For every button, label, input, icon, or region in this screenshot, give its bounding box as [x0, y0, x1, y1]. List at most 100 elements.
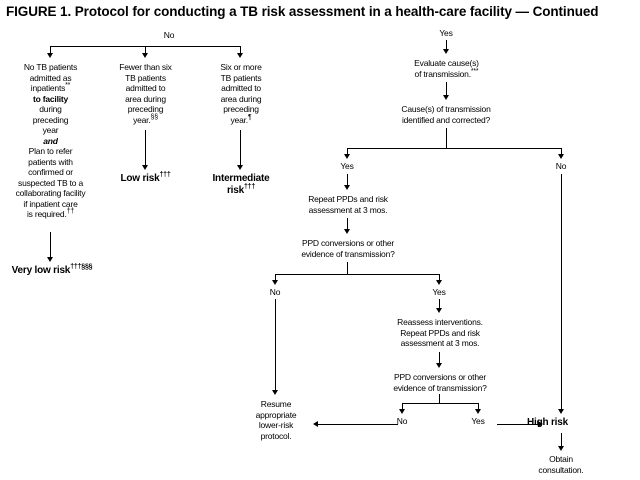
node-cause-identified-question: Cause(s) of transmission identified and …: [370, 104, 522, 125]
evaluate-line-1: Evaluate cause(s): [414, 58, 479, 68]
cause-question-line-1: Cause(s) of transmission: [401, 104, 491, 114]
conv-q2-line-2: evidence of transmission?: [393, 382, 487, 393]
evaluate-footnote: ***: [470, 67, 479, 75]
arrowhead-left-outcome: [47, 257, 53, 262]
resume-line-4: protocol.: [260, 430, 292, 441]
outcome-very-low-risk: Very low risk†††§§§: [2, 264, 102, 277]
arrowhead-conv2yes-to-high-risk: [538, 421, 543, 427]
criteria-line-2: admitted as: [29, 72, 72, 83]
conv-q2-line-1: PPD conversions or other: [393, 372, 487, 382]
branch-label-top-no: No: [163, 30, 175, 40]
arrowhead-repeat-to-conv1: [344, 229, 350, 234]
connector-conv2-yes-drop: [478, 403, 479, 410]
reassess-line-1: Reassess interventions.: [397, 317, 483, 327]
node-no-tb-patients-criteria: No TB patients admitted as inpatients** …: [2, 62, 99, 220]
branch-label-conv1-yes: Yes: [432, 287, 446, 297]
connector-conv1-bus: [275, 274, 440, 275]
criteria-line-11: confirmed or: [28, 167, 73, 177]
evaluate-line-2: of transmission.: [414, 68, 472, 79]
resume-line-2: appropriate: [255, 409, 297, 420]
node-reassess-interventions: Reassess interventions. Repeat PPDs and …: [375, 317, 505, 349]
connector-top-left-drop: [50, 46, 51, 54]
criteria-line-2: TB patients: [220, 72, 262, 83]
branch-label-top-yes: Yes: [439, 28, 453, 38]
criteria-line-6: year.: [230, 114, 249, 125]
cause-question-line-2: identified and corrected?: [401, 114, 491, 125]
connector-cause-no-drop: [561, 148, 562, 155]
repeat1-line-1: Repeat PPDs and risk: [308, 194, 388, 204]
criteria-line-12: suspected TB to a: [18, 177, 83, 188]
outcome-high-risk-label: High risk: [527, 417, 568, 428]
criteria-line-1: Six or more: [220, 62, 262, 72]
arrowhead-yes-drop: [443, 49, 449, 54]
node-ppd-conversions-question-1: PPD conversions or other evidence of tra…: [277, 238, 419, 259]
criteria-line-1: Fewer than six: [119, 62, 172, 72]
arrowhead-top-mid: [142, 53, 148, 58]
resume-line-3: lower-risk: [258, 420, 294, 430]
criteria-line-6: year.: [133, 114, 151, 125]
connector-yes-drop: [446, 40, 447, 50]
arrowhead-cause-no: [558, 154, 564, 159]
connector-top-right-drop: [240, 46, 241, 54]
connector-conv2-no-drop: [402, 403, 403, 410]
node-repeat-ppds-1: Repeat PPDs and risk assessment at 3 mos…: [283, 194, 413, 215]
outcome-low-risk-label: Low risk: [120, 173, 160, 184]
connector-conv1no-long-drop: [275, 299, 276, 391]
connector-middle-to-outcome: [145, 130, 146, 166]
connector-conv2no-to-resume: [318, 424, 398, 425]
node-evaluate-cause: Evaluate cause(s) of transmission.***: [380, 58, 513, 79]
outcome-intermediate-risk-label-2: risk: [226, 185, 244, 196]
arrowhead-conv2-yes: [475, 409, 481, 414]
arrowhead-third-outcome: [237, 165, 243, 170]
connector-left-to-outcome: [50, 232, 51, 258]
criteria-line-6: preceding: [32, 114, 69, 125]
reassess-line-3: assessment at 3 mos.: [400, 338, 480, 348]
outcome-high-risk: High risk: [527, 417, 597, 429]
criteria-line-15-footnote: ††: [66, 208, 75, 216]
page-title: FIGURE 1. Protocol for conducting a TB r…: [6, 4, 599, 19]
node-resume-lower-risk-protocol: Resume appropriate lower-risk protocol.: [240, 399, 312, 441]
criteria-line-14: if inpatient care: [23, 198, 78, 209]
outcome-very-low-risk-label: Very low risk: [11, 265, 71, 276]
connector-high-risk-to-obtain: [561, 433, 562, 447]
connector-cause-yes-drop: [347, 148, 348, 155]
reassess-line-2: Repeat PPDs and risk: [400, 327, 480, 338]
criteria-line-5: preceding: [223, 104, 259, 114]
node-six-or-more-criteria: Six or more TB patients admitted to area…: [195, 62, 287, 125]
criteria-line-9: Plan to refer: [28, 146, 73, 156]
criteria-line-3: admitted to: [125, 83, 166, 93]
arrowhead-conv1yes-to-reassess: [436, 308, 442, 313]
criteria-line-15: is required.: [26, 209, 67, 219]
node-fewer-than-six-criteria: Fewer than six TB patients admitted to a…: [98, 62, 193, 125]
connector-yes-to-repeat: [347, 174, 348, 186]
arrowhead-high-risk-to-obtain: [558, 446, 564, 451]
outcome-intermediate-risk-label-1: Intermediate: [212, 173, 270, 184]
outcome-low-risk: Low risk†††: [98, 172, 193, 185]
conv-q1-line-2: evidence of transmission?: [301, 248, 395, 259]
arrowhead-top-right: [237, 53, 243, 58]
criteria-line-4: area during: [220, 93, 262, 104]
connector-cause-bus: [347, 148, 562, 149]
connector-third-to-outcome: [240, 130, 241, 166]
connector-conv1-no-drop: [275, 274, 276, 281]
criteria-line-4-emphasis: to facility: [32, 93, 69, 104]
conv-q1-line-1: PPD conversions or other: [301, 238, 395, 248]
criteria-line-1: No TB patients: [23, 62, 78, 72]
criteria-line-7: year: [42, 125, 59, 135]
arrowhead-evaluate-to-question: [443, 95, 449, 100]
branch-label-cause-yes: Yes: [340, 161, 354, 171]
arrowhead-conv2-no: [399, 409, 405, 414]
branch-label-conv1-no: No: [269, 287, 281, 297]
criteria-line-8-conjunction: and: [43, 135, 58, 146]
branch-label-conv2-yes: Yes: [471, 416, 485, 426]
arrowhead-conv1no-to-resume: [272, 390, 278, 395]
criteria-line-5: during: [39, 104, 62, 114]
arrowhead-middle-outcome: [142, 165, 148, 170]
connector-conv1-yes-drop: [439, 274, 440, 281]
criteria-line-3-footnote: **: [65, 82, 71, 90]
criteria-line-6-footnote: ¶: [247, 113, 252, 121]
obtain-line-1: Obtain: [549, 454, 573, 464]
arrowhead-conv1-no: [272, 280, 278, 285]
arrowhead-reassess-to-conv2: [436, 363, 442, 368]
